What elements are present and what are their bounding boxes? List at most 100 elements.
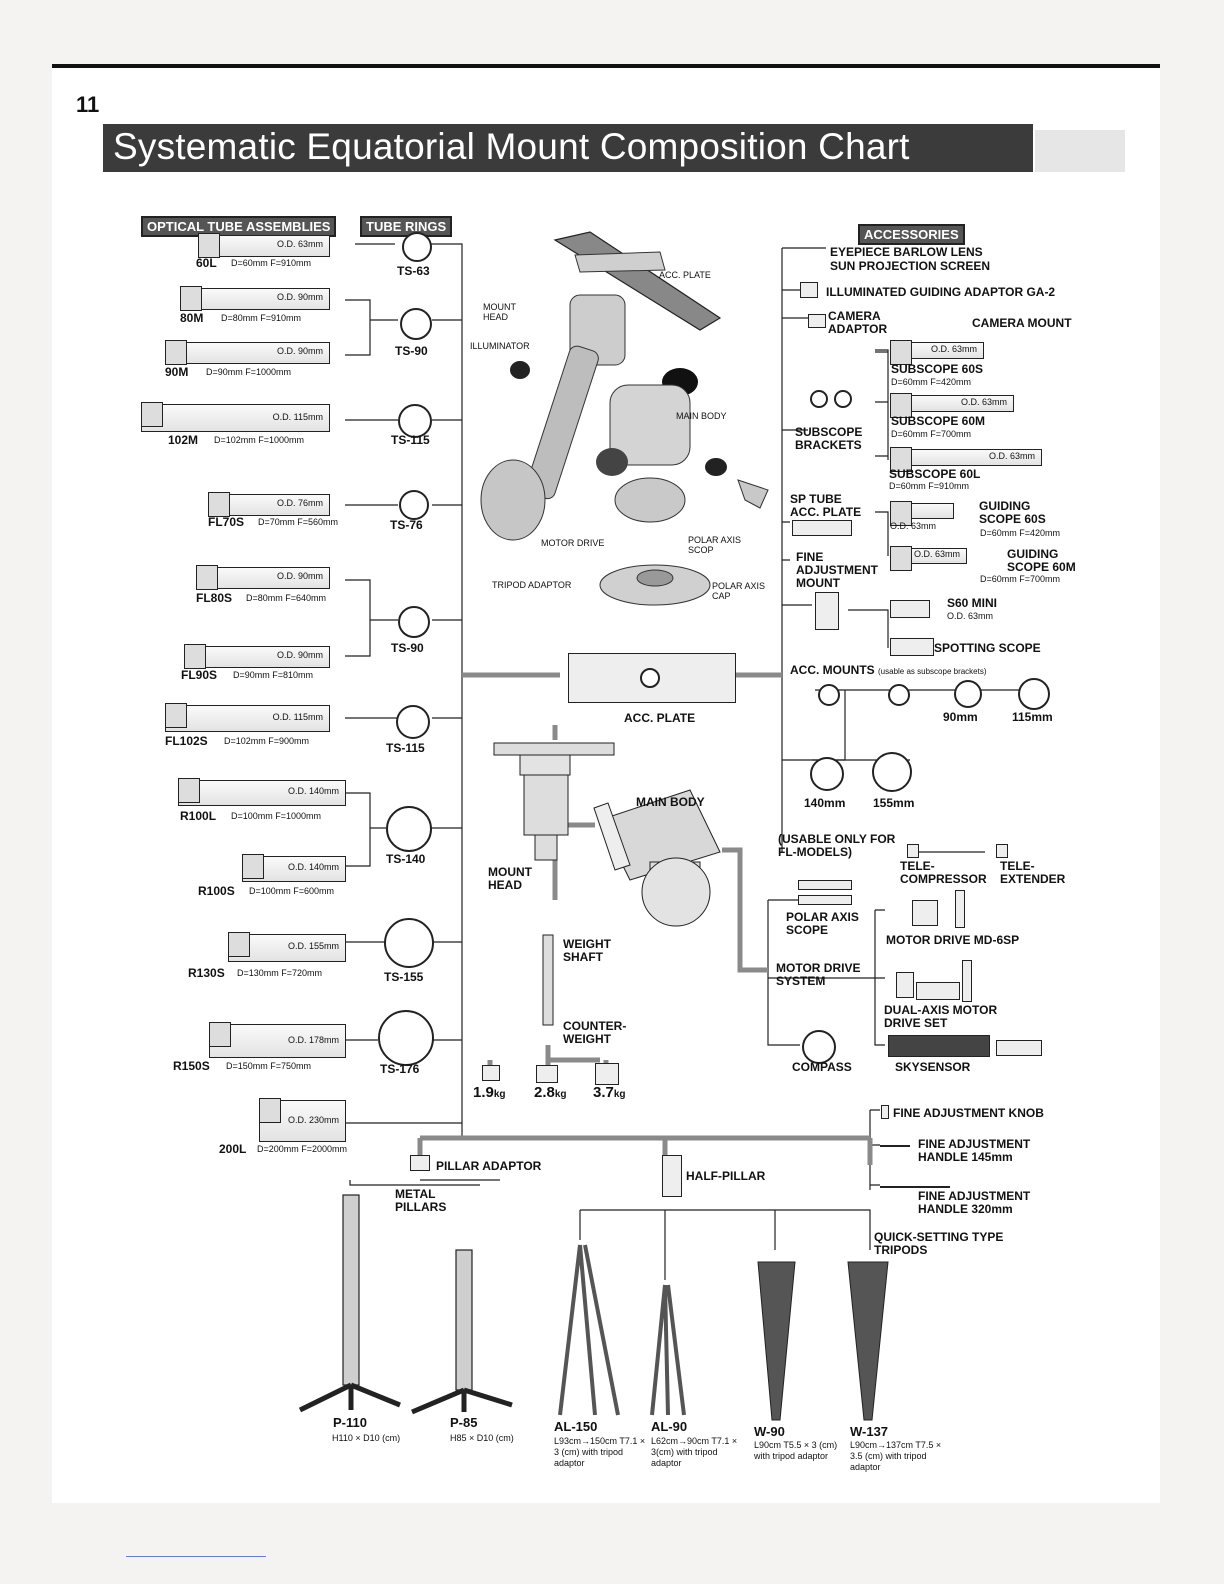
counterweight-label: COUNTER-WEIGHT (563, 1019, 627, 1046)
ring-icon (398, 404, 432, 438)
dual-axis-controller-image (896, 972, 914, 998)
support-name: W-90 (754, 1424, 785, 1439)
acc-fine-145: FINE ADJUSTMENT HANDLE 145mm (918, 1137, 1031, 1164)
acc-size: 155mm (873, 796, 915, 810)
ring-icon (378, 1010, 434, 1066)
spotting-scope-image (890, 638, 934, 656)
acc-motor-system: MOTOR DRIVE SYSTEM (776, 961, 861, 988)
fine-mount-image (815, 592, 839, 630)
guiding-60s-image (890, 501, 954, 526)
acc-plate-hole-icon (640, 668, 660, 688)
metal-pillars-label: METAL PILLARS (395, 1187, 447, 1214)
photo-label-tripod-adaptor: TRIPOD ADAPTOR (492, 580, 572, 590)
page-number: 11 (76, 92, 100, 117)
tube-name: 102M (168, 433, 199, 447)
ring-label: TS-63 (397, 264, 430, 278)
tube-image-60l: O.D. 63mm (198, 233, 330, 258)
support-spec: L62cm→90cm T7.1 × 3(cm) with tripod adap… (651, 1436, 738, 1468)
weight-value: 2.8kg (534, 1084, 567, 1101)
acc-guiding-60s-od: O.D. 63mm (890, 521, 937, 531)
photo-label-polar-axis-cap: POLAR AXIS CAP (712, 581, 766, 601)
subscope-60s-image: O.D. 63mm (890, 340, 984, 365)
support-spec: L93cm→150cm T7.1 × 3 (cm) with tripod ad… (554, 1436, 646, 1468)
ring-icon (402, 232, 432, 262)
polar-scope-image (798, 880, 852, 890)
acc-sp-tube: SP TUBE ACC. PLATE (790, 492, 862, 519)
acc-camera-adaptor: CAMERA ADAPTOR (828, 309, 888, 336)
ring-icon (386, 806, 432, 852)
photo-label-polar-axis-scop: POLAR AXIS SCOP (688, 535, 742, 555)
tube-image-200l: O.D. 230mm (259, 1098, 346, 1142)
acc-plate-image (568, 653, 736, 703)
section-accessories: ACCESSORIES (858, 224, 965, 245)
fine-handle-145-image (880, 1145, 910, 1147)
md6sp-handset-image (955, 890, 965, 928)
support-spec: H110 × D10 (cm) (332, 1433, 401, 1443)
ring-icon (384, 918, 434, 968)
ring-label: TS-115 (386, 741, 425, 755)
camera-adaptor-image (808, 314, 826, 328)
tele-compressor-image (907, 844, 919, 858)
acc-subscope-brackets: SUBSCOPE BRACKETS (795, 425, 863, 452)
tube-spec: D=102mm F=1000mm (214, 435, 305, 445)
acc-compass: COMPASS (792, 1060, 852, 1074)
compass-icon (802, 1030, 836, 1064)
half-pillar-image (662, 1155, 682, 1197)
tube-spec: D=90mm F=810mm (233, 670, 314, 680)
bracket-icon (810, 390, 828, 408)
acc-size: 115mm (1012, 710, 1053, 724)
acc-spotting-scope: SPOTTING SCOPE (934, 641, 1041, 655)
acc-fine-320: FINE ADJUSTMENT HANDLE 320mm (918, 1189, 1031, 1216)
photo-label-mount-head: MOUNT HEAD (483, 302, 516, 322)
tube-spec: D=90mm F=1000mm (206, 367, 292, 377)
polar-scope-image (798, 895, 852, 905)
acc-s60-mini: S60 MINI (947, 596, 998, 610)
tube-name: 200L (219, 1142, 247, 1156)
acc-mount-ring-icon (810, 757, 844, 791)
tube-image-r100l: O.D. 140mm (178, 778, 346, 806)
tube-spec: D=80mm F=910mm (221, 313, 302, 323)
weight-icon (595, 1063, 619, 1085)
acc-mount-ring-icon (1018, 678, 1050, 710)
tube-name: FL80S (196, 591, 233, 605)
acc-subscope-60l: SUBSCOPE 60L (889, 467, 981, 481)
tube-name: FL90S (181, 668, 218, 682)
ring-label: TS-90 (395, 344, 428, 358)
support-name: AL-90 (651, 1419, 688, 1434)
tube-name: FL102S (165, 734, 208, 748)
tube-name: R150S (173, 1059, 210, 1073)
tube-name: R100S (198, 884, 235, 898)
acc-guiding-60m: GUIDING SCOPE 60M (1007, 547, 1076, 574)
support-spec: L90cm→137cm T7.5 × 3.5 (cm) with tripod … (850, 1440, 942, 1472)
photo-label-main-body: MAIN BODY (676, 411, 727, 421)
fine-knob-image (881, 1105, 889, 1119)
tube-spec: D=100mm F=600mm (249, 886, 335, 896)
acc-subscope-60m-spec: D=60mm F=700mm (891, 429, 972, 439)
tube-image-fl102s: O.D. 115mm (165, 703, 330, 732)
tube-name: R100L (180, 809, 217, 823)
weight-icon (482, 1065, 500, 1081)
skysensor-motor-image (996, 1040, 1042, 1056)
tube-image-90m: O.D. 90mm (165, 340, 330, 365)
footer-rule (126, 1556, 266, 1557)
title-bar: Systematic Equatorial Mount Composition … (103, 124, 1033, 172)
acc-guiding-60s-spec: D=60mm F=420mm (980, 528, 1061, 538)
acc-tele-compressor: TELE-COMPRESSOR (900, 859, 987, 886)
ring-label: TS-176 (380, 1062, 420, 1076)
ring-icon (398, 606, 430, 638)
ring-label: TS-76 (390, 518, 423, 532)
tube-image-80m: O.D. 90mm (180, 286, 330, 311)
acc-subscope-60m: SUBSCOPE 60M (891, 414, 986, 428)
support-name: W-137 (850, 1424, 889, 1439)
acc-fine-knob: FINE ADJUSTMENT KNOB (893, 1106, 1044, 1120)
acc-dual-axis: DUAL-AXIS MOTOR DRIVE SET (884, 1003, 998, 1030)
subscope-60m-image: O.D. 63mm (890, 393, 1014, 418)
tube-spec: D=80mm F=640mm (246, 593, 327, 603)
support-name: P-85 (450, 1415, 478, 1430)
acc-size: 90mm (943, 710, 978, 724)
mount-head-label: MOUNT HEAD (488, 865, 532, 892)
support-name: P-110 (333, 1415, 367, 1430)
tube-image-r150s: O.D. 178mm (209, 1022, 346, 1058)
